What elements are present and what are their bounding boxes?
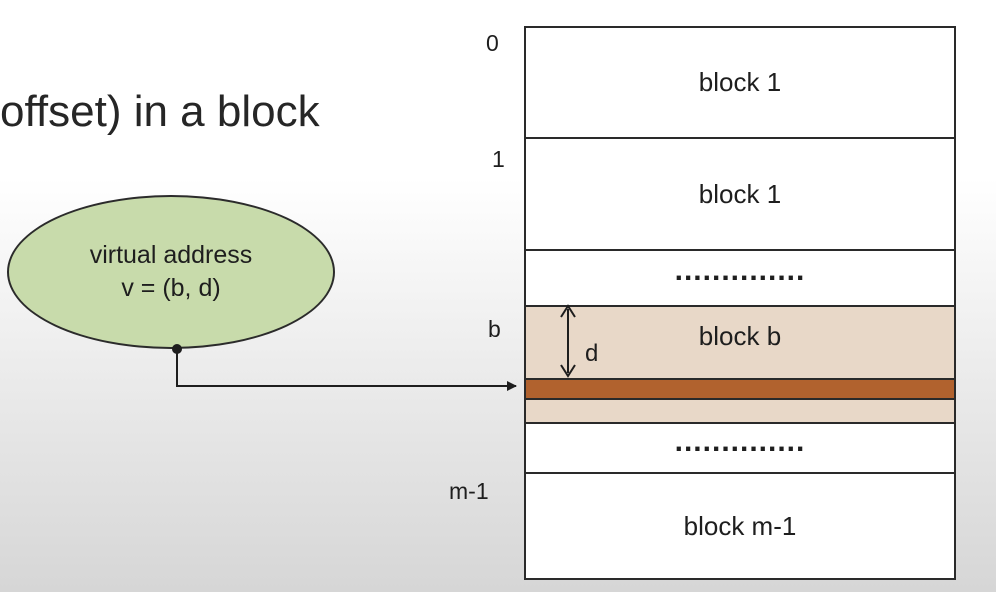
- virtual-address-label: virtual address: [89, 241, 253, 269]
- memory-row-ellipsis-upper: ..............: [526, 251, 954, 307]
- memory-row-block-1-first: block 1: [526, 28, 954, 139]
- memory-row-block-1-second: block 1: [526, 139, 954, 251]
- index-label-0: 0: [486, 30, 499, 56]
- memory-row-block-b: block b: [526, 307, 954, 424]
- block-label: block m-1: [683, 510, 797, 541]
- memory-row-block-m-1: block m-1: [526, 474, 954, 578]
- ellipsis-dots: ..............: [674, 254, 806, 287]
- slide-heading: offset) in a block: [0, 87, 320, 136]
- offset-label: d: [585, 340, 599, 367]
- address-to-memory-arrow: [176, 349, 517, 391]
- block-label: block 1: [698, 178, 782, 209]
- offset-arrow-up-icon: [560, 304, 576, 318]
- virtual-address-node: virtual address v = (b, d): [7, 195, 335, 349]
- ellipsis-dots: ..............: [674, 425, 806, 458]
- index-label-b: b: [488, 316, 501, 342]
- virtual-address-formula: v = (b, d): [121, 274, 221, 302]
- offset-location-band: [526, 378, 954, 400]
- offset-arrow-down-icon: [560, 364, 576, 378]
- block-label: block b: [698, 321, 782, 351]
- memory-blocks: block 1 block 1 .............. block b .…: [524, 26, 956, 580]
- index-label-1: 1: [492, 146, 505, 172]
- memory-row-ellipsis-lower: ..............: [526, 424, 954, 474]
- block-label: block 1: [698, 67, 782, 97]
- index-label-m-1: m-1: [449, 478, 489, 504]
